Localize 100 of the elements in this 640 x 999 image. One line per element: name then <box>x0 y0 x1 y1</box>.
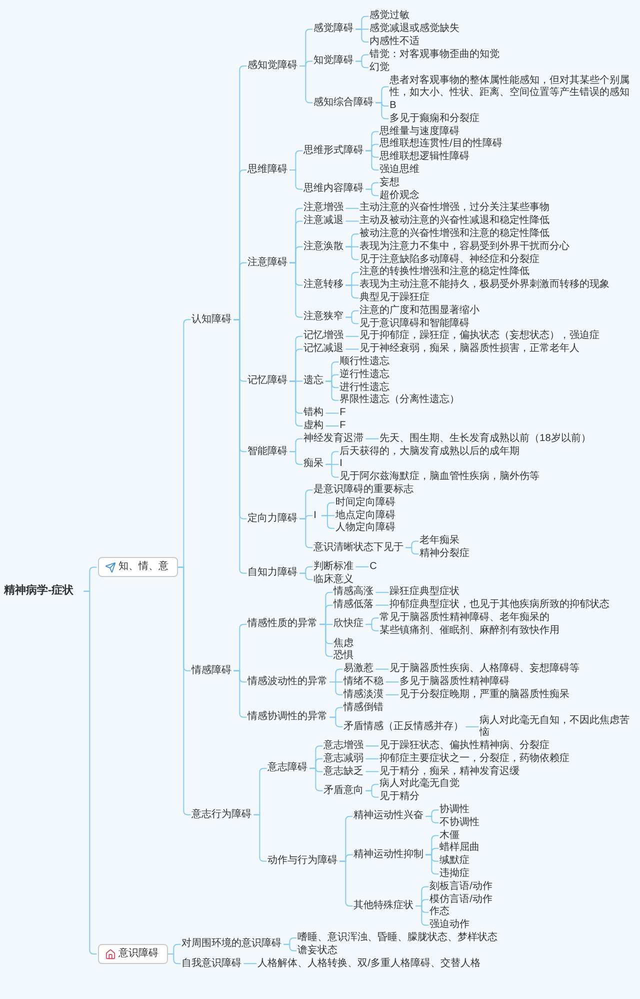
connector-line <box>355 60 370 68</box>
topic-text: 见于精分，痴呆，精神发育迟缓 <box>380 766 523 778</box>
connector-line <box>365 771 380 772</box>
topic-text: 后天获得的，大脑发育成熟以后的成年期 <box>340 446 523 458</box>
connector-line <box>319 624 334 657</box>
connector-line <box>299 572 314 580</box>
topic-text: 注意的广度和范围显著缩小 <box>360 304 483 317</box>
connector-line <box>289 380 304 426</box>
connector-line <box>345 348 360 350</box>
topic-text: 记忆障碍 <box>248 375 291 388</box>
topic-text: I <box>314 510 322 522</box>
topic-text: 内感性不适 <box>370 36 423 48</box>
topic-text: 思维内容障碍 <box>304 183 367 196</box>
connector-line <box>177 566 192 816</box>
topic-text: 自知力障碍 <box>248 567 301 580</box>
topic-text: 意志缺乏 <box>324 766 367 778</box>
topic-text: 欣快症 <box>334 618 367 630</box>
topic-text: 焦虑 <box>334 638 357 650</box>
topic-text: 进行性遗忘 <box>340 382 393 394</box>
topic-text: 时间定向障碍 <box>335 496 398 509</box>
topic-text: 妄想 <box>380 176 403 189</box>
topic-text: 见于阿尔兹海默症，脑血管性疾病，脑外伤等 <box>340 471 543 484</box>
topic-text: 注意转移 <box>304 279 347 292</box>
topic-text: 注意的转换性增强和注意的稳定性降低 <box>360 266 533 278</box>
topic-text: 多见于癫痫和分裂症 <box>390 112 483 125</box>
topic-text: 思维障碍 <box>248 164 291 176</box>
topic-text: 错构 <box>304 407 327 420</box>
topic-box <box>98 557 178 578</box>
connector-line <box>415 906 430 926</box>
topic-text: 病人对此毫无自知，不因此焦虑苦恼 <box>480 714 639 739</box>
connector-line <box>425 854 440 874</box>
topic-text: 见于脑器质性疾病、人格障碍、妄想障碍等 <box>390 663 583 676</box>
topic-text: 意志增强 <box>324 740 367 752</box>
topic-text: 人物定向障碍 <box>335 522 398 534</box>
topic-text: 记忆增强 <box>304 330 347 342</box>
topic-text: 情感障碍 <box>192 664 235 677</box>
topic-text: 感觉过敏 <box>370 10 413 22</box>
topic-text: 其他特殊症状 <box>354 900 417 912</box>
topic-text: 老年痴呆 <box>420 535 463 548</box>
connector-line <box>365 758 380 760</box>
connector-line <box>375 668 390 670</box>
topic-text: 注意涣散 <box>304 240 347 253</box>
topic-text: 记忆减退 <box>304 343 347 356</box>
topic-text: 矛盾情感（正反情感并存） <box>344 720 467 733</box>
connector-line <box>355 566 370 568</box>
topic-text: 作态 <box>430 906 453 918</box>
topic-text: 协调性 <box>440 804 473 816</box>
topic-text: 意志障碍 <box>268 762 311 774</box>
connector-line <box>425 816 440 824</box>
topic-text: 见于躁狂状态、偏执性精神病、分裂症 <box>380 740 553 752</box>
connector-line <box>283 944 298 952</box>
topic-text: 感知综合障碍 <box>314 96 377 109</box>
connector-line <box>299 518 314 548</box>
topic-box <box>98 944 168 964</box>
topic-text: 躁狂症典型症状 <box>390 586 463 598</box>
topic-text: 临床意义 <box>314 574 357 586</box>
topic-text: 表现为主动注意不能持久，极易受外界刺激而转移的现象 <box>360 279 613 292</box>
topic-text: 思维联想逻辑性障碍 <box>380 151 473 164</box>
topic-text: I <box>340 458 348 470</box>
topic-text: 见于神经衰弱，痴呆，脑器质性损害，正常老年人 <box>360 343 583 356</box>
connector-line <box>465 726 480 728</box>
connector-line <box>365 150 380 170</box>
connector-line <box>365 624 380 632</box>
topic-text: 强迫思维 <box>380 164 423 176</box>
topic-text: 情感高涨 <box>334 586 377 598</box>
topic-text: 蜡样屈曲 <box>440 842 483 854</box>
topic-text: 感觉减退或感觉缺失 <box>370 23 463 36</box>
connector-line <box>289 451 304 465</box>
topic-text: 超价观念 <box>380 190 423 202</box>
topic-text: 注意狭窄 <box>304 311 347 324</box>
topic-text: 典型见于躁狂症 <box>360 292 433 304</box>
connector-line <box>345 208 360 209</box>
connector-line <box>289 262 304 318</box>
connector-line <box>375 592 390 593</box>
topic-text: 情感倒错 <box>344 702 387 714</box>
topic-text: 逆行性遗忘 <box>340 368 393 381</box>
topic-text: 见于注意缺陷多动障碍、神经症和分裂症 <box>360 254 543 266</box>
topic-text: 思维联想连贯性/目的性障碍 <box>380 138 508 150</box>
connector-line <box>345 220 360 222</box>
topic-text: 见于精分 <box>380 791 423 804</box>
connector-line <box>375 604 390 606</box>
topic-text: 情绪不稳 <box>344 676 387 688</box>
topic-text: 判断标准 <box>314 560 357 573</box>
topic-text: 情感波动性的异常 <box>248 676 331 688</box>
topic-text: 先天、围生期、生长发育成熟以前（18岁以前） <box>380 432 594 445</box>
connector-line <box>329 682 344 696</box>
topic-text: 刻板言语/动作 <box>430 880 498 893</box>
topic-text: 感觉障碍 <box>314 23 357 36</box>
topic-text: 是意识障碍的重要标志 <box>314 484 417 496</box>
topic-text: 人格解体、人格转换、双/多重人格障碍、交替人格 <box>258 958 486 970</box>
connector-line <box>345 336 360 337</box>
topic-text: 错觉：对客观事物歪曲的知觉 <box>370 48 503 61</box>
connector-line <box>167 954 182 964</box>
topic-text: 注意增强 <box>304 202 347 214</box>
connector-line <box>329 716 344 728</box>
topic-text: 易激惹 <box>344 663 377 676</box>
connector-line <box>405 547 420 554</box>
topic-text: 模仿言语/动作 <box>430 894 498 906</box>
topic-text: F <box>340 407 348 420</box>
topic-text: 嗜睡、意识浑浊、昏睡、朦胧状态、梦样状态 <box>298 932 501 944</box>
